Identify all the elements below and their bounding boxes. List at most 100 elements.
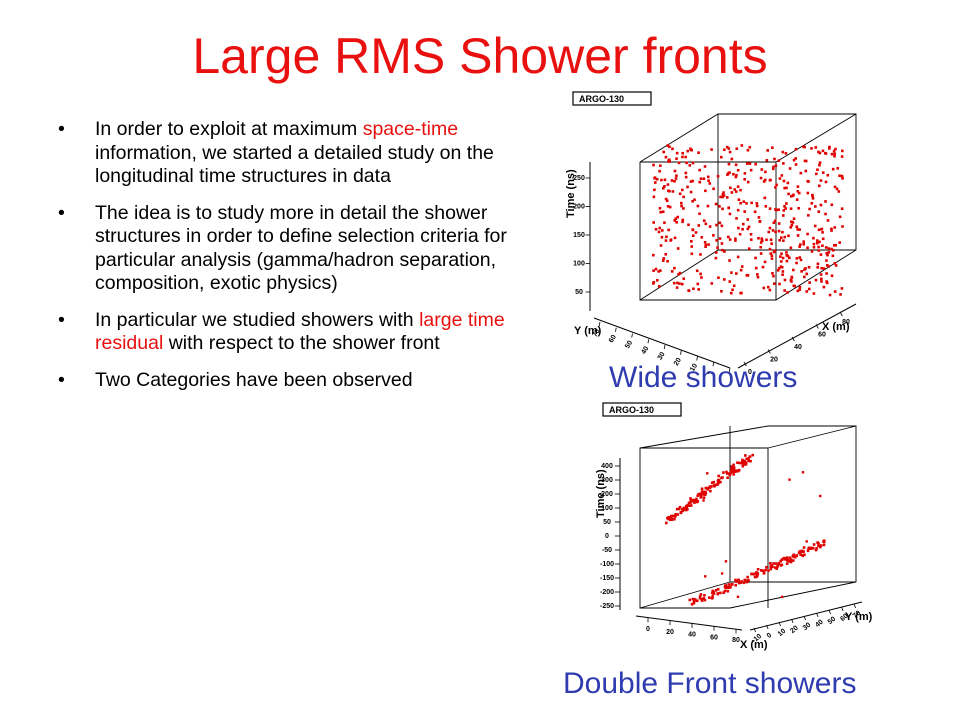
data-point	[769, 178, 772, 182]
data-point	[777, 208, 780, 211]
data-point	[831, 248, 835, 252]
data-point	[690, 252, 694, 256]
data-point	[759, 252, 763, 255]
data-point	[805, 272, 808, 276]
tick-mark	[647, 339, 650, 344]
data-point	[792, 217, 796, 221]
data-point	[749, 238, 753, 241]
data-point	[662, 186, 665, 190]
data-point	[819, 545, 822, 549]
data-point	[675, 286, 679, 289]
data-point	[798, 551, 801, 555]
data-point	[773, 566, 777, 569]
plot-tag-box	[602, 402, 682, 417]
data-point	[826, 219, 830, 222]
data-point	[661, 259, 665, 263]
data-point	[675, 157, 678, 160]
data-point	[722, 591, 725, 595]
data-point	[729, 471, 733, 475]
tick-mark	[803, 615, 806, 621]
data-point	[660, 229, 664, 232]
data-point	[833, 226, 837, 229]
data-point	[677, 272, 680, 276]
tick-mark	[598, 321, 601, 327]
data-point	[723, 589, 727, 593]
data-point	[696, 494, 700, 497]
data-point	[795, 261, 798, 265]
data-point	[841, 225, 844, 228]
tick-label: 40	[640, 345, 650, 355]
data-point	[717, 481, 720, 484]
data-point	[774, 186, 777, 189]
data-point	[729, 585, 732, 589]
bullet-text: In particular we studied showers with	[95, 308, 420, 331]
data-point	[734, 190, 738, 193]
data-point	[684, 155, 688, 159]
data-point	[838, 174, 841, 178]
data-point	[712, 234, 715, 237]
data-point	[711, 596, 714, 599]
data-point	[792, 158, 796, 162]
data-point	[777, 222, 781, 225]
data-point	[665, 235, 668, 239]
page-title: Large RMS Shower fronts	[192, 28, 768, 84]
data-point	[820, 280, 823, 283]
data-point	[773, 282, 776, 285]
data-point	[724, 560, 728, 563]
data-point	[725, 470, 728, 474]
data-point	[718, 237, 722, 240]
data-point	[740, 144, 744, 147]
data-point	[721, 207, 724, 211]
data-point	[755, 574, 759, 578]
data-point	[780, 595, 784, 599]
data-point	[824, 180, 828, 184]
bullet-list: •In order to exploit at maximum space-ti…	[58, 118, 508, 405]
data-point	[817, 228, 821, 232]
data-point	[780, 558, 784, 561]
data-point	[834, 264, 838, 267]
data-point	[836, 167, 840, 170]
tick-mark	[766, 624, 769, 630]
data-point	[792, 193, 795, 197]
data-point	[767, 230, 771, 234]
data-point	[729, 291, 733, 295]
data-point	[719, 195, 722, 199]
bullet-marker: •	[58, 201, 65, 224]
data-point	[741, 464, 745, 468]
data-point	[779, 559, 782, 563]
tick-label: 20	[673, 357, 683, 367]
data-point	[743, 178, 746, 181]
x-axis-label: X (m)	[822, 321, 850, 333]
data-point	[735, 469, 738, 472]
data-point	[730, 470, 734, 473]
tick-mark	[712, 362, 715, 367]
data-point	[781, 273, 784, 277]
data-point	[778, 177, 782, 180]
data-point	[743, 460, 746, 463]
data-point	[704, 486, 708, 490]
data-point	[667, 515, 670, 519]
data-point	[730, 465, 734, 468]
data-point	[711, 594, 714, 598]
bullet-text: In order to exploit at maximum	[95, 118, 363, 140]
data-point	[720, 224, 724, 228]
bullet-item: •Two Categories have been observed	[58, 369, 508, 393]
data-point	[739, 291, 742, 295]
data-point	[676, 215, 680, 219]
data-point	[769, 238, 773, 242]
data-point	[774, 562, 778, 565]
data-point	[700, 487, 704, 491]
tick-label: 40	[794, 344, 802, 351]
data-point	[678, 271, 682, 275]
data-point	[760, 168, 764, 171]
data-point	[763, 196, 767, 200]
data-point	[824, 151, 827, 155]
data-point	[771, 167, 775, 171]
wide-showers-caption: Wide showers	[609, 361, 798, 394]
data-point	[789, 558, 793, 562]
data-point	[770, 257, 774, 260]
tick-label: 0	[748, 369, 752, 374]
data-point	[735, 173, 738, 177]
bullet-text: The idea is to study more in detail the …	[95, 201, 507, 295]
data-point	[781, 256, 785, 260]
